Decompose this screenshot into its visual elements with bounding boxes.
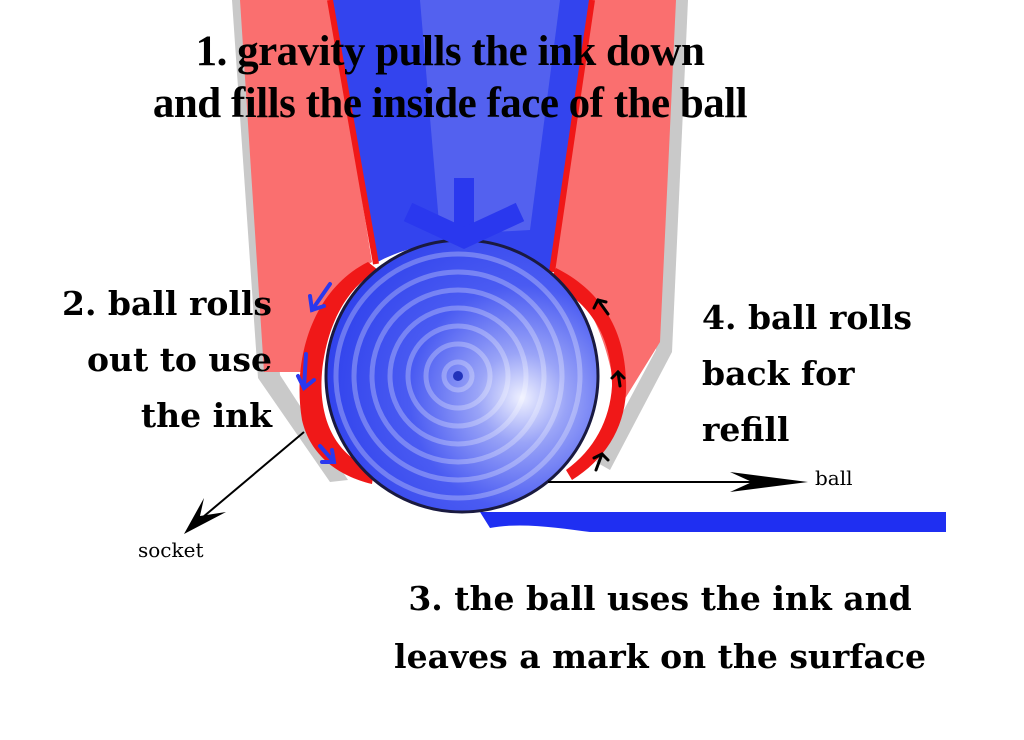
ball-dark-center [453, 371, 463, 381]
ball-ripples [333, 251, 583, 501]
step4-line-1: 4. ball rolls [702, 298, 913, 337]
socket-pointer-arrow [184, 431, 305, 534]
step1-caption: 1. gravity pulls the ink down and fills … [40, 26, 860, 131]
step4-caption: 4. ball rolls back for refill [702, 290, 912, 458]
ink-rim-left [299, 262, 378, 484]
step2-line-3: the ink [140, 396, 272, 436]
roll-back-arrows-icon [592, 298, 626, 472]
reservoir-edge-right [549, 0, 595, 273]
ink-rim-right [550, 268, 627, 480]
step2-line-1: 2. ball rolls [61, 284, 272, 323]
step3-line-2: leaves a mark on the surface [394, 636, 926, 676]
ball-label: ball [815, 466, 853, 490]
socket-outline-right [596, 0, 688, 470]
ink-reservoir-light [420, 0, 560, 235]
step2-caption: 2. ball rolls out to use the ink [12, 276, 272, 444]
step4-line-2: back for [702, 354, 855, 394]
step2-line-2: out to use [86, 340, 272, 380]
gravity-arrow-icon [403, 178, 525, 250]
pen-wall-left [240, 0, 372, 372]
ball-pointer-arrow [548, 472, 808, 492]
step3-caption: 3. the ball uses the ink and leaves a ma… [340, 570, 980, 686]
reservoir-edge-left [327, 0, 379, 265]
pen-wall-right [554, 0, 676, 410]
step4-line-3: refill [702, 410, 790, 450]
roll-out-arrows-icon [296, 282, 337, 464]
step3-line-1: 3. the ball uses the ink and [408, 579, 912, 618]
socket-label: socket [138, 538, 204, 562]
step1-line-1: 1. gravity pulls the ink down [195, 28, 705, 75]
step1-line-2: and fills the inside face of the ball [152, 80, 748, 128]
surface-ink-mark [480, 512, 946, 532]
